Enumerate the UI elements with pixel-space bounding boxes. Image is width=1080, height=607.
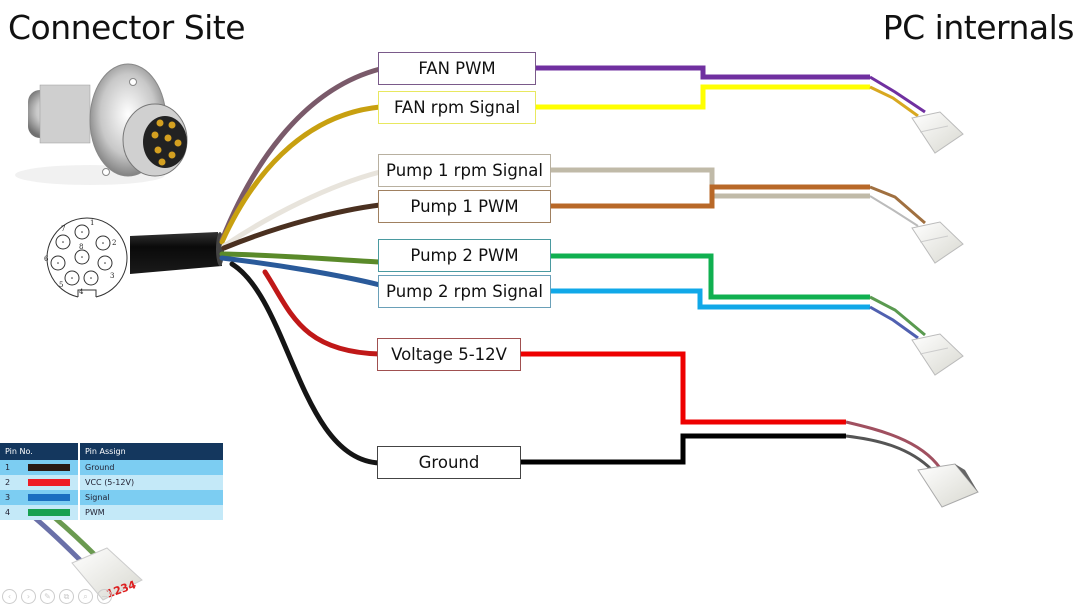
zoom-icon[interactable]: ⌕ <box>78 589 93 604</box>
cable-wire-ground <box>229 261 383 466</box>
pump1-header-connector <box>869 185 964 264</box>
wire-color-swatch <box>28 494 71 501</box>
schematic-wires <box>521 65 870 465</box>
schematic-wire-pump2-pwm <box>551 253 870 300</box>
pin-number: 8 <box>79 243 83 251</box>
pin-number: 4 <box>5 508 11 517</box>
wire-color-swatch <box>28 509 71 516</box>
table-header-row: Pin No. Pin Assign <box>0 443 223 460</box>
image-viewer-controls: ‹ › ✎ ⧉ ⌕ − <box>2 589 112 604</box>
label-pump1-rpm-signal: Pump 1 rpm Signal <box>378 154 551 187</box>
prev-icon[interactable]: ‹ <box>2 589 17 604</box>
pin-number: 3 <box>110 272 114 280</box>
pin-number: 1 <box>5 463 11 472</box>
cable-wire-pump1-pwm <box>221 202 383 251</box>
pin-assign: Ground <box>79 460 223 475</box>
pin-number: 3 <box>5 493 11 502</box>
cable-wire-pump1-rpm <box>221 169 383 249</box>
header-pin-no: Pin No. <box>0 443 80 460</box>
label-fan-rpm-signal: FAN rpm Signal <box>378 91 536 124</box>
schematic-wire-pump2-rpm <box>551 288 870 310</box>
copy-icon[interactable]: ⧉ <box>59 589 74 604</box>
connector-site-title: Connector Site <box>8 8 246 47</box>
edit-icon[interactable]: ✎ <box>40 589 55 604</box>
pin-number: 2 <box>112 239 116 247</box>
table-row: 4 PWM <box>0 505 223 520</box>
pin-number: 1 <box>90 219 94 227</box>
schematic-wire-fan-rpm <box>536 84 870 110</box>
pin-assign: PWM <box>79 505 223 520</box>
pinout-holes <box>50 224 113 286</box>
cable-wire-fan-rpm <box>219 104 383 245</box>
wire-color-swatch <box>28 479 71 486</box>
schematic-wire-fan-pwm <box>536 65 870 80</box>
pin-assign: VCC (5-12V) <box>79 475 223 490</box>
cable-wire-pump2-pwm <box>219 251 383 265</box>
pin-number: 2 <box>5 478 11 487</box>
schematic-wire-pump1-pwm <box>551 184 870 209</box>
wire-color-swatch <box>28 464 71 471</box>
table-row: 2 VCC (5-12V) <box>0 475 223 490</box>
table-row: 3 Signal <box>0 490 223 505</box>
schematic-wire-pump1-rpm <box>551 167 870 199</box>
pin-assignment-table: Pin No. Pin Assign 1 Ground 2 VCC (5-12V… <box>0 443 223 520</box>
header-pin-assign: Pin Assign <box>79 443 223 460</box>
label-fan-pwm: FAN PWM <box>378 52 536 85</box>
pc-internals-title: PC internals <box>882 8 1075 47</box>
pin-number: 6 <box>44 255 49 263</box>
cable-fan-wires <box>219 66 383 466</box>
cable-wire-fan-pwm <box>219 66 383 243</box>
schematic-wire-ground <box>521 433 846 465</box>
label-pump2-pwm: Pump 2 PWM <box>378 239 551 272</box>
label-ground: Ground <box>377 446 521 479</box>
table-row: 1 Ground <box>0 460 223 475</box>
cable-wire-voltage <box>262 269 383 357</box>
aviation-connector-photo <box>15 63 188 185</box>
fan-header-connector <box>869 75 964 154</box>
pump2-header-connector <box>869 295 964 376</box>
pinout-numbers: 1 2 3 4 5 6 7 8 <box>44 219 116 296</box>
pin-number: 5 <box>59 281 63 289</box>
molex-power-connector <box>845 420 979 508</box>
pin-number: 4 <box>79 288 84 296</box>
label-pump2-rpm-signal: Pump 2 rpm Signal <box>378 275 551 308</box>
cable-wire-pump2-rpm <box>219 255 383 288</box>
pin-assign: Signal <box>79 490 223 505</box>
pin-number: 7 <box>61 225 65 233</box>
round-connector-pinout <box>46 217 128 298</box>
main-cable <box>130 232 224 274</box>
minus-icon[interactable]: − <box>97 589 112 604</box>
label-voltage: Voltage 5-12V <box>377 338 521 371</box>
schematic-wire-voltage <box>521 351 846 425</box>
next-icon[interactable]: › <box>21 589 36 604</box>
label-pump1-pwm: Pump 1 PWM <box>378 190 551 223</box>
